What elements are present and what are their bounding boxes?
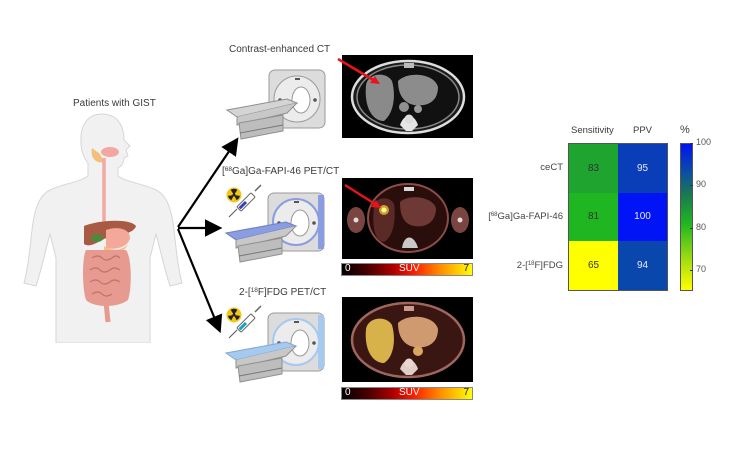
heatmap-row-label: ceCT — [443, 162, 563, 173]
row-label-text: ceCT — [540, 162, 563, 173]
arrow-to-fdg — [176, 228, 223, 334]
suv-colorbar-fdg: 0 SUV 7 — [341, 387, 473, 400]
title-main: F]FDG PET/CT — [257, 287, 327, 298]
suv-min-label: 0 — [345, 387, 351, 398]
suv-label: SUV — [399, 387, 420, 398]
fdg-pet-image — [342, 297, 473, 382]
colorbar-tick-mark — [690, 185, 693, 187]
colorbar-title: % — [680, 124, 690, 136]
heatmap-cell: 81 — [569, 192, 618, 242]
heatmap-row-label: [68Ga]Ga-FAPI-46 — [443, 211, 563, 222]
heatmap-cell: 83 — [569, 144, 618, 193]
radiation-hazard-icon — [226, 187, 242, 203]
colorbar-tick-mark — [690, 143, 693, 144]
suv-max-label: 7 — [463, 387, 469, 398]
title-isotope: 18 — [250, 287, 258, 294]
heatmap-cell: 95 — [618, 144, 667, 193]
heatmap-col-header: PPV — [633, 125, 653, 136]
heatmap-col-header: Sensitivity — [571, 125, 614, 136]
syringe-icon — [228, 184, 262, 218]
colorbar-tick-mark — [690, 269, 693, 271]
row-label-isotope: 18 — [527, 261, 535, 267]
ct-scan-image — [342, 55, 473, 138]
suv-label: SUV — [399, 263, 420, 274]
heatmap-row-label: 2-[18F]FDG — [443, 260, 563, 271]
colorbar-tick-label: 90 — [696, 179, 707, 190]
row-label-main: F]FDG — [534, 260, 564, 271]
syringe-icon — [228, 305, 262, 339]
arrow-to-ct — [177, 137, 239, 228]
colorbar-tick-label: 80 — [696, 221, 707, 232]
title-prefix: 2-[ — [239, 287, 251, 298]
colorbar — [680, 143, 693, 291]
modality-title-fapi: [68Ga]Ga-FAPI-46 PET/CT — [222, 166, 339, 177]
row-label-isotope: 68 — [490, 212, 498, 218]
title-isotope: 68 — [224, 166, 233, 173]
suv-colorbar-fapi: 0 SUV 7 — [341, 263, 473, 276]
lesion-arrow-fapi — [344, 183, 381, 208]
row-label-pre: [ — [488, 211, 491, 222]
heatmap-cell: 65 — [569, 241, 618, 290]
ct-scanner-icon — [225, 69, 326, 140]
suv-min-label: 0 — [345, 263, 351, 274]
modality-title-fdg: 2-[18F]FDG PET/CT — [239, 287, 326, 298]
heatmap-cell: 94 — [618, 241, 667, 290]
row-label-main: Ga]Ga-FAPI-46 — [497, 211, 563, 222]
title-main: Ga]Ga-FAPI-46 PET/CT — [232, 166, 340, 177]
lesion-arrow-ct — [337, 57, 380, 84]
pet-ct-scanner-icon-fapi — [224, 192, 325, 263]
radiation-hazard-icon — [226, 307, 242, 323]
pet-ct-scanner-icon-fdg — [224, 312, 325, 383]
row-label-pre: 2-[ — [516, 260, 528, 271]
fapi-pet-image — [342, 178, 473, 259]
modality-title-cect: Contrast-enhanced CT — [229, 44, 331, 55]
patients-title: Patients with GIST — [73, 98, 156, 109]
suv-max-label: 7 — [463, 263, 469, 274]
heatmap-cell: 100 — [618, 192, 667, 242]
title-prefix: [ — [222, 166, 225, 177]
human-digestive-system-icon — [23, 113, 183, 343]
colorbar-tick-mark — [690, 227, 693, 229]
colorbar-tick-label: 70 — [696, 263, 707, 274]
colorbar-tick-label: 100 — [696, 137, 712, 147]
